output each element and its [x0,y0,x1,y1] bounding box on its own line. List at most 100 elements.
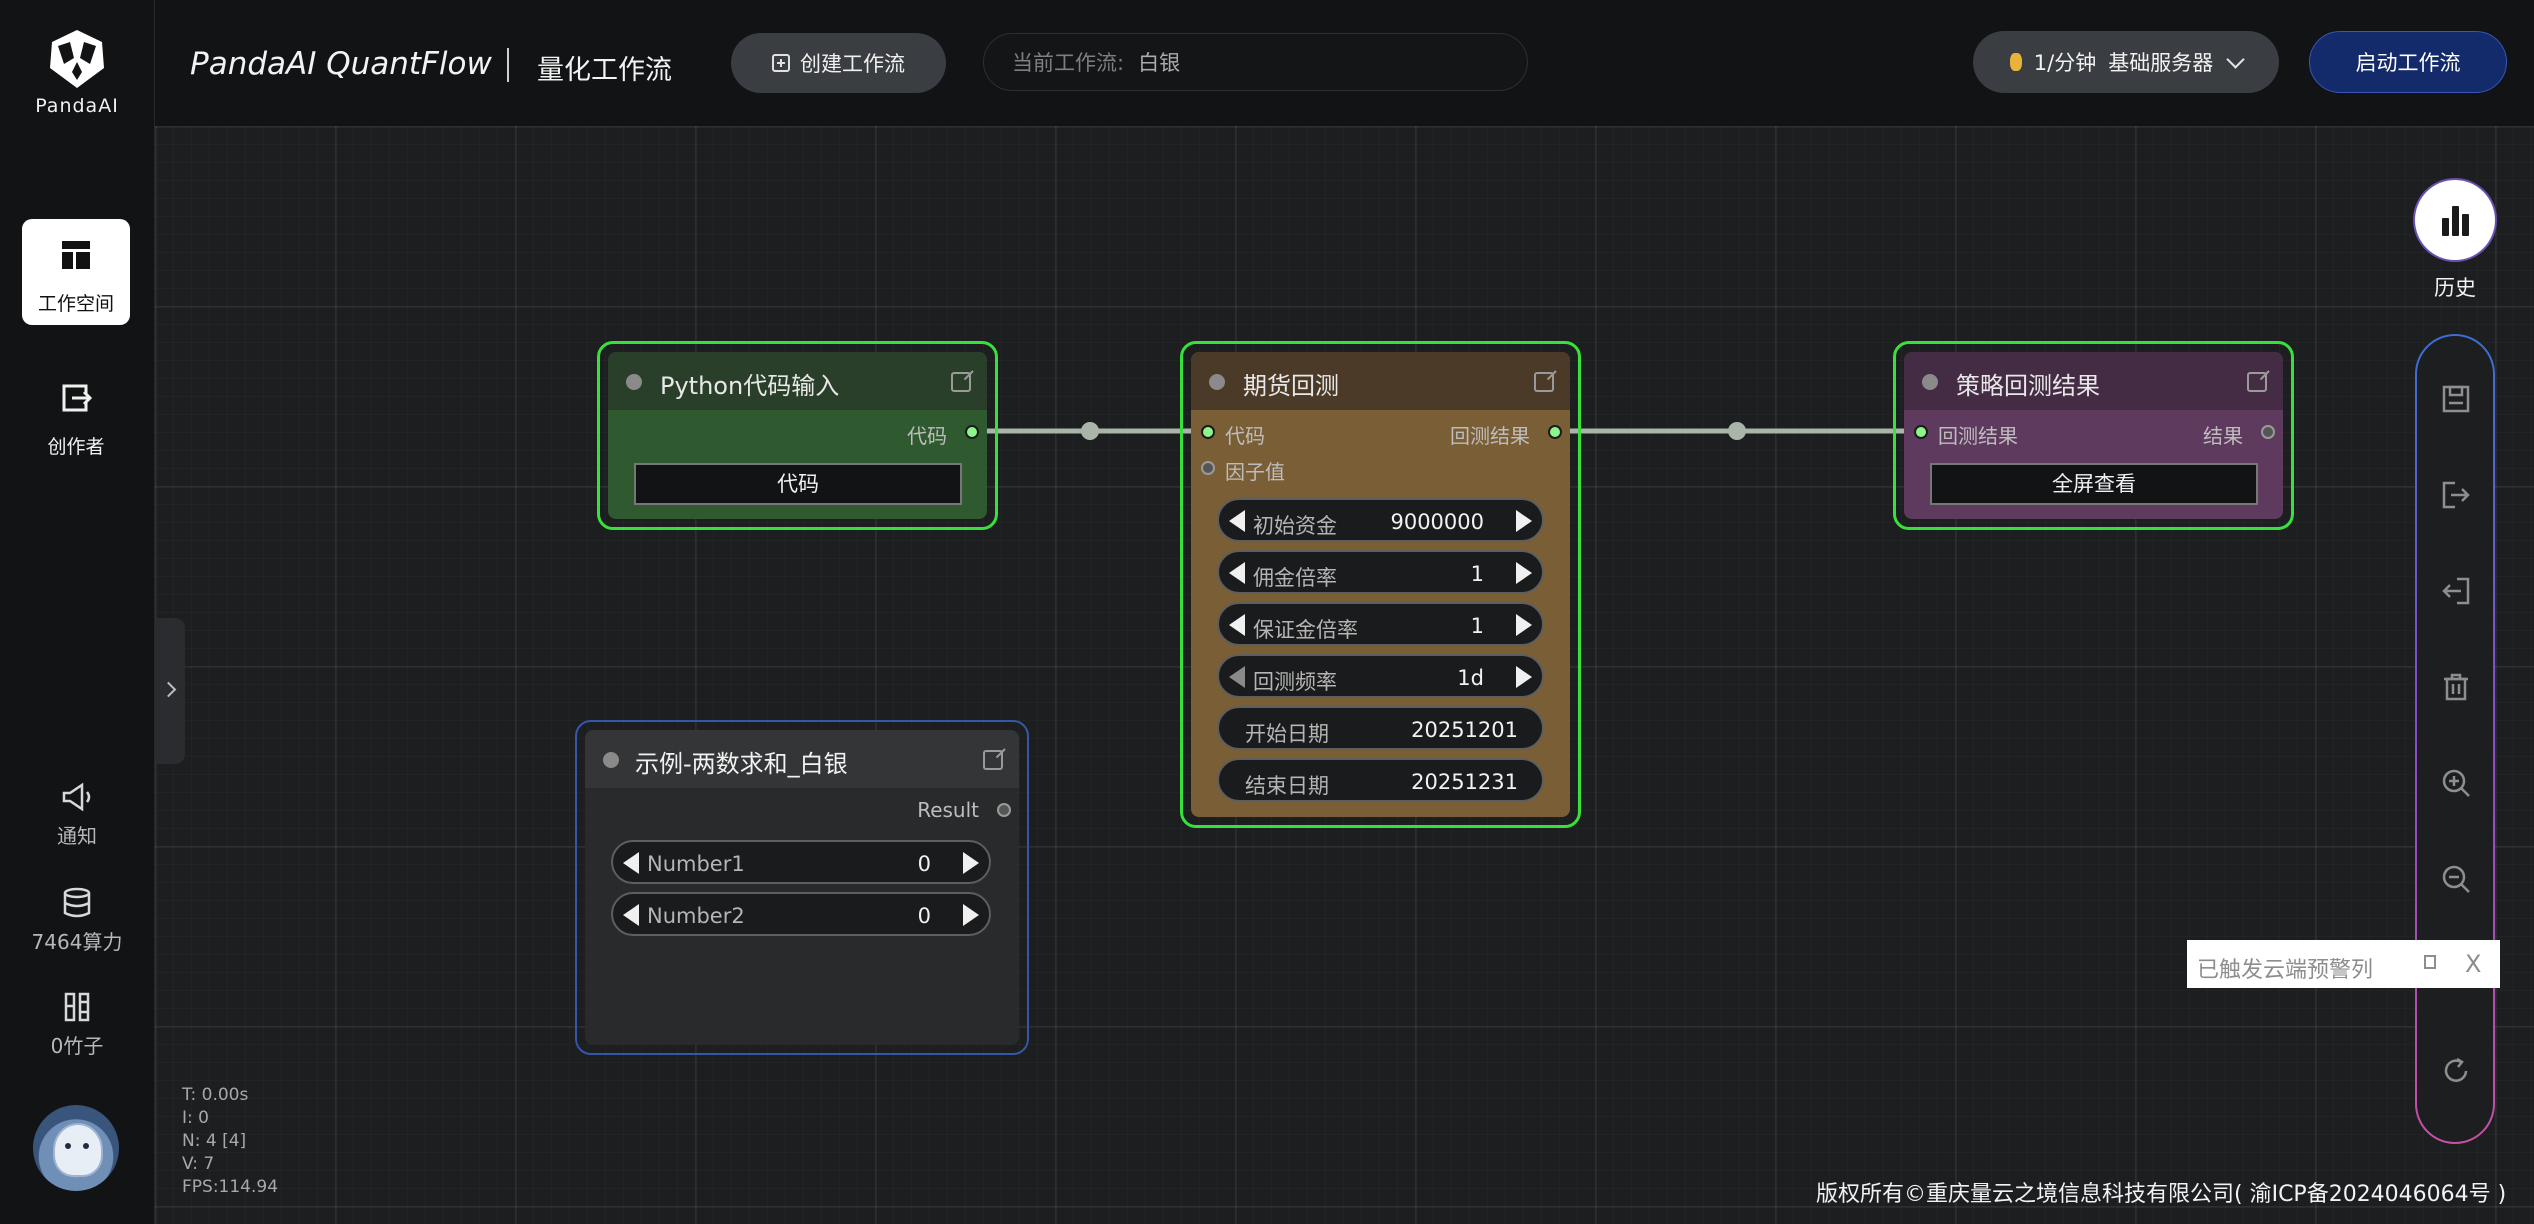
widget-start-date[interactable]: 开始日期 20251201 [1217,706,1544,750]
node-python-code-input[interactable]: Python代码输入 代码 代码 [597,341,998,530]
create-workflow-button[interactable]: 创建工作流 [731,33,946,93]
panda-logo-icon [50,30,104,88]
panel-collapse-tab[interactable] [155,618,185,764]
stat-fps: FPS:114.94 [182,1177,279,1197]
widget-label: Number2 [647,904,745,928]
widget-number2[interactable]: Number2 0 [611,892,991,936]
edit-icon[interactable] [983,750,1003,770]
input-port[interactable] [1914,425,1928,439]
output-port-label: 代码 [907,424,947,448]
increment-arrow-icon[interactable] [1516,510,1532,532]
widget-margin-multiplier[interactable]: 保证金倍率 1 [1217,602,1544,646]
stat-nodes: N: 4 [4] [182,1131,247,1151]
node-status-dot [1922,374,1938,390]
increment-arrow-icon[interactable] [1516,562,1532,584]
start-workflow-button[interactable]: 启动工作流 [2309,31,2507,93]
compute-label: 7464算力 [31,930,123,954]
sidebar-item-creator[interactable]: 创作者 [22,362,130,468]
widget-commission-multiplier[interactable]: 佣金倍率 1 [1217,550,1544,594]
node-header[interactable]: 期货回测 [1191,352,1570,410]
increment-arrow-icon[interactable] [963,904,979,926]
output-port-label: 结果 [2203,424,2243,448]
creator-icon [62,384,92,412]
widget-label: 结束日期 [1245,774,1329,798]
zoom-in-icon[interactable] [2441,768,2471,798]
widget-initial-capital[interactable]: 初始资金 9000000 [1217,498,1544,542]
current-workflow-field[interactable]: 当前工作流: 白银 [983,33,1528,91]
edit-icon[interactable] [2247,372,2267,392]
widget-label: 开始日期 [1245,722,1329,746]
import-icon[interactable] [2441,576,2471,606]
save-icon[interactable] [2441,384,2471,414]
refresh-icon[interactable] [2441,1056,2471,1086]
history-chart-icon [2452,206,2459,236]
server-selector[interactable]: 1/分钟 基础服务器 [1973,31,2279,93]
input-port-code[interactable] [1201,425,1215,439]
database-icon [63,887,91,918]
zoom-out-icon[interactable] [2441,864,2471,894]
node-example-sum[interactable]: 示例-两数求和_白银 Result Number1 0 Number2 0 [575,720,1029,1055]
export-icon[interactable] [2441,480,2471,510]
bamboo-label: 0竹子 [50,1034,104,1058]
decrement-arrow-icon[interactable] [623,904,639,926]
workflow-canvas[interactable] [155,126,2534,1224]
increment-arrow-icon[interactable] [1516,614,1532,636]
history-button[interactable] [2415,180,2495,260]
widget-number1[interactable]: Number1 0 [611,840,991,884]
fullscreen-view-button[interactable]: 全屏查看 [1930,463,2258,505]
widget-label: 回测频率 [1253,670,1337,694]
node-title: 期货回测 [1243,372,1339,400]
edit-icon[interactable] [1534,372,1554,392]
left-sidebar: PandaAI 工作空间 创作者 通知 7464算力 [0,0,155,1224]
sidebar-item-label: 创作者 [47,436,105,458]
render-stats: T: 0.00s I: 0 N: 4 [4] V: 7 FPS:114.94 [182,1084,278,1199]
decrement-arrow-icon[interactable] [1229,510,1245,532]
node-header[interactable]: 策略回测结果 [1904,352,2283,410]
output-port[interactable] [965,425,979,439]
avatar[interactable] [33,1105,119,1191]
canvas-toolbar [2415,334,2495,1144]
decrement-arrow-icon[interactable] [623,852,639,874]
title-divider [507,48,509,82]
output-port[interactable] [997,803,1011,817]
node-header[interactable]: Python代码输入 [608,352,987,410]
trash-icon[interactable] [2441,672,2471,702]
increment-arrow-icon[interactable] [963,852,979,874]
sidebar-compute[interactable]: 7464算力 [0,886,154,955]
stat-v: V: 7 [182,1154,215,1174]
output-port-label: 回测结果 [1450,424,1530,448]
history-label: 历史 [2434,276,2476,300]
input-port-label: 代码 [1225,424,1265,448]
input-port-label: 回测结果 [1938,424,2018,448]
copy-icon[interactable] [2424,955,2436,969]
sidebar-item-workspace[interactable]: 工作空间 [22,219,130,325]
current-workflow-label: 当前工作流: [1012,51,1125,75]
input-port-factor[interactable] [1201,461,1215,475]
output-port[interactable] [1548,425,1562,439]
sidebar-item-label: 工作空间 [37,293,114,315]
toast-close-button[interactable]: X [2465,950,2482,978]
node-futures-backtest[interactable]: 期货回测 代码 回测结果 因子值 初始资金 9000000 佣金倍率 1 保证金… [1180,341,1581,828]
widget-end-date[interactable]: 结束日期 20251231 [1217,758,1544,802]
node-strategy-result[interactable]: 策略回测结果 回测结果 结果 全屏查看 [1893,341,2294,530]
decrement-arrow-icon[interactable] [1229,614,1245,636]
rate-text: 1/分钟 [2033,51,2097,75]
node-header[interactable]: 示例-两数求和_白银 [585,730,1019,788]
widget-backtest-frequency[interactable]: 回测频率 1d [1217,654,1544,698]
bamboo-icon [64,992,90,1022]
avatar-eye [83,1143,89,1149]
output-port[interactable] [2261,425,2275,439]
megaphone-icon [62,782,91,812]
sidebar-bamboo[interactable]: 0竹子 [0,990,154,1059]
increment-arrow-icon[interactable] [1516,666,1532,688]
sidebar-notifications[interactable]: 通知 [0,780,154,849]
code-edit-button[interactable]: 代码 [634,463,962,505]
history-chart-icon [2462,214,2469,236]
edit-icon[interactable] [951,372,971,392]
decrement-arrow-icon[interactable] [1229,562,1245,584]
server-text: 基础服务器 [2108,51,2214,75]
widget-value: 0 [917,852,931,876]
node-title: 策略回测结果 [1956,372,2100,400]
output-port-label: Result [917,798,979,822]
decrement-arrow-icon[interactable] [1229,666,1245,688]
